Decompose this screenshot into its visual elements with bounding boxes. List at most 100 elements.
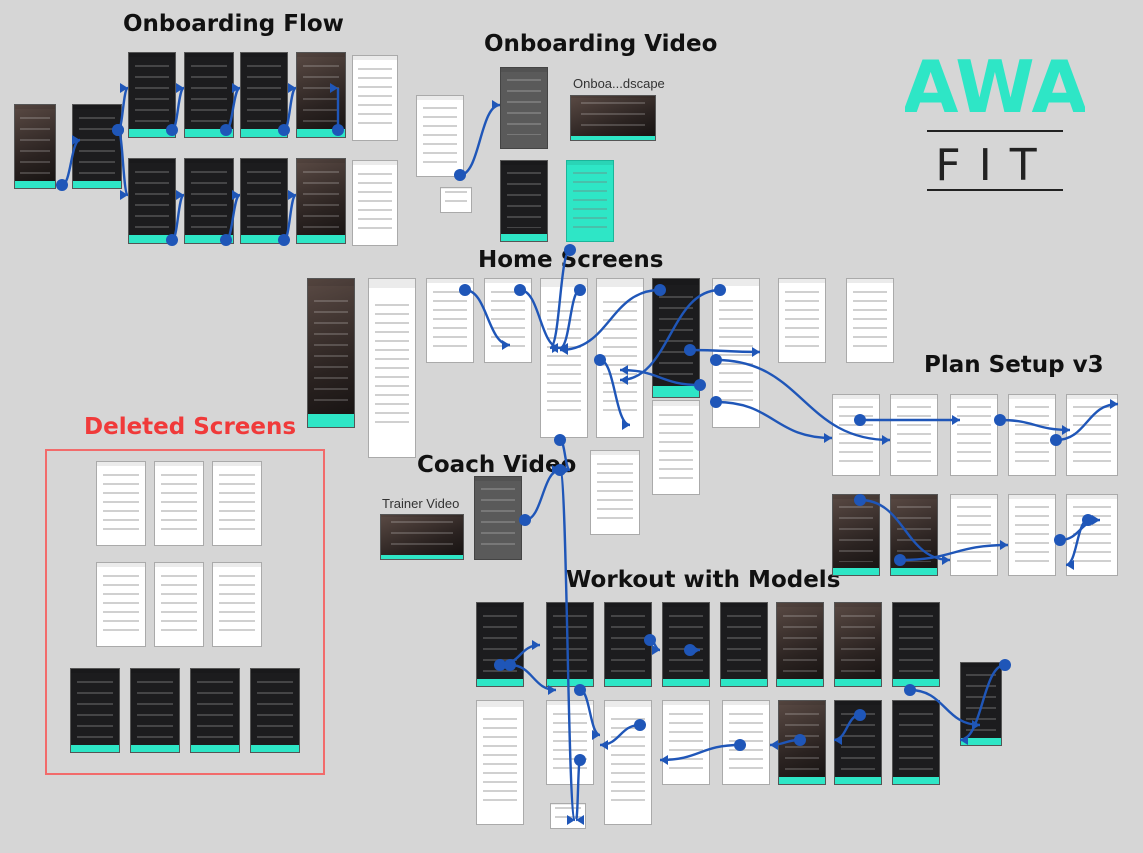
screen-thumbnail[interactable] <box>380 514 464 560</box>
connector-arrowhead <box>882 435 890 445</box>
screen-thumbnail[interactable] <box>570 95 656 141</box>
screen-btnbar <box>251 744 299 752</box>
screen-thumbnail[interactable] <box>184 158 234 244</box>
screen-topbar <box>129 53 175 58</box>
connector-arrowhead <box>492 100 500 110</box>
connector-arrowhead <box>622 420 630 430</box>
flow-connector <box>170 193 186 242</box>
connector-node <box>574 684 586 696</box>
screen-thumbnail[interactable] <box>722 700 770 785</box>
screen-thumbnail[interactable] <box>96 562 146 647</box>
screen-thumbnail[interactable] <box>212 461 262 546</box>
screen-thumbnail[interactable] <box>500 67 548 149</box>
screen-thumbnail[interactable] <box>190 668 240 753</box>
screen-thumbnail[interactable] <box>212 562 262 647</box>
screen-thumbnail[interactable] <box>128 158 176 244</box>
screen-thumbnail[interactable] <box>240 52 288 138</box>
screen-lines <box>840 712 876 771</box>
screen-thumbnail[interactable] <box>250 668 300 753</box>
screen-thumbnail[interactable] <box>604 602 652 687</box>
screen-thumbnail[interactable] <box>500 160 548 242</box>
screen-thumbnail[interactable] <box>950 394 998 476</box>
screen-thumbnail[interactable] <box>96 461 146 546</box>
screen-thumbnail[interactable] <box>776 602 824 687</box>
connector-arrowhead <box>120 83 128 93</box>
screen-thumbnail[interactable] <box>128 52 176 138</box>
screen-btnbar <box>501 233 547 241</box>
screen-thumbnail[interactable] <box>960 662 1002 746</box>
screen-thumbnail[interactable] <box>368 278 416 458</box>
screen-lines <box>136 680 174 739</box>
screen-thumbnail[interactable] <box>416 95 464 177</box>
screen-thumbnail[interactable] <box>14 104 56 189</box>
screen-thumbnail[interactable] <box>778 278 826 363</box>
connector-arrowhead <box>176 190 184 200</box>
screen-thumbnail[interactable] <box>154 461 204 546</box>
connector-arrowhead <box>176 83 184 93</box>
screen-thumbnail[interactable] <box>652 400 700 495</box>
screen-thumbnail[interactable] <box>130 668 180 753</box>
screen-thumbnail[interactable] <box>892 700 940 785</box>
screen-thumbnail[interactable] <box>892 602 940 687</box>
screen-thumbnail[interactable] <box>440 187 472 213</box>
screen-topbar <box>1009 395 1055 399</box>
screen-thumbnail[interactable] <box>352 55 398 141</box>
connector-node <box>714 284 726 296</box>
screen-thumbnail[interactable] <box>154 562 204 647</box>
screen-lines <box>134 64 170 124</box>
screen-thumbnail[interactable] <box>296 158 346 244</box>
screen-lines <box>102 574 140 633</box>
screen-topbar <box>308 279 354 287</box>
screen-thumbnail[interactable] <box>352 160 398 246</box>
screen-topbar <box>893 701 939 706</box>
screen-thumbnail[interactable] <box>240 158 288 244</box>
screen-thumbnail[interactable] <box>590 450 640 535</box>
screen-btnbar <box>129 129 175 137</box>
screen-thumbnail[interactable] <box>662 700 710 785</box>
screen-thumbnail[interactable] <box>70 668 120 753</box>
screen-thumbnail[interactable] <box>890 394 938 476</box>
connector-arrowhead <box>692 645 700 655</box>
screen-thumbnail[interactable] <box>566 160 614 242</box>
screen-thumbnail[interactable] <box>834 602 882 687</box>
screen-thumbnail[interactable] <box>476 700 524 825</box>
screen-thumbnail[interactable] <box>890 494 938 576</box>
screen-topbar <box>605 701 651 708</box>
connector-node <box>574 754 586 766</box>
screen-thumbnail[interactable] <box>484 278 532 363</box>
screen-topbar <box>833 395 879 399</box>
screen-thumbnail[interactable] <box>474 476 522 560</box>
screen-thumbnail[interactable] <box>832 494 880 576</box>
screen-thumbnail[interactable] <box>72 104 122 189</box>
screen-btnbar <box>185 235 233 243</box>
screen-lines <box>965 674 997 732</box>
label-trainer-video: Trainer Video <box>382 496 460 511</box>
screen-thumbnail[interactable] <box>546 602 594 687</box>
connector-node <box>220 234 232 246</box>
screen-thumbnail[interactable] <box>184 52 234 138</box>
screen-lines <box>728 712 764 771</box>
screen-thumbnail[interactable] <box>1008 494 1056 576</box>
screen-btnbar <box>663 678 709 686</box>
screen-topbar <box>241 53 287 58</box>
screen-lines <box>190 64 228 124</box>
logo-rule-bottom <box>927 189 1063 191</box>
screen-btnbar <box>571 136 655 140</box>
screen-thumbnail[interactable] <box>720 602 768 687</box>
screen-thumbnail[interactable] <box>307 278 355 428</box>
screen-lines <box>552 614 588 673</box>
screen-thumbnail[interactable] <box>1008 394 1056 476</box>
screen-thumbnail[interactable] <box>662 602 710 687</box>
screen-topbar <box>597 279 643 287</box>
screen-thumbnail[interactable] <box>540 278 588 438</box>
screen-thumbnail[interactable] <box>950 494 998 576</box>
screen-btnbar <box>241 129 287 137</box>
screen-lines <box>313 299 349 404</box>
screen-thumbnail[interactable] <box>846 278 894 363</box>
screen-thumbnail[interactable] <box>296 52 346 138</box>
flow-connector <box>715 400 833 440</box>
screen-lines <box>302 170 340 230</box>
screen-btnbar <box>73 180 121 188</box>
screen-topbar <box>369 279 415 288</box>
connector-node <box>454 169 466 181</box>
